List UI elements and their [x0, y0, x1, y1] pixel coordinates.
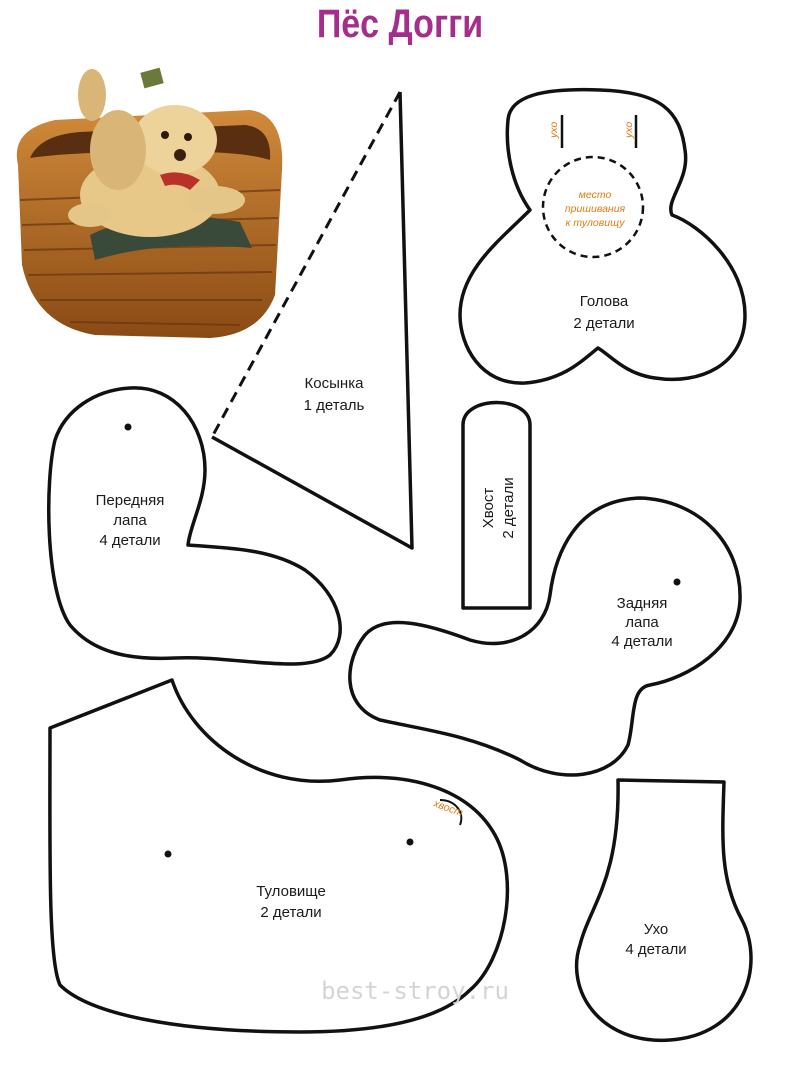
tail-name: Хвост [480, 488, 497, 529]
ear-piece: Ухо 4 детали [574, 778, 753, 1042]
kerchief-count: 1 деталь [304, 397, 365, 414]
hind-paw-piece: Задняя лапа 4 детали [348, 496, 742, 777]
tail-count: 2 детали [500, 477, 517, 538]
toy-photo [16, 67, 283, 338]
page-title: Пёс Догги [316, 2, 484, 46]
attach-note-line3: к туловищу [565, 217, 625, 229]
attach-note-line2: пришивания [565, 203, 626, 215]
hind-paw-name: Задняя [617, 595, 668, 612]
kerchief-piece: Косынка 1 деталь [210, 91, 414, 550]
kerchief-name: Косынка [305, 375, 365, 392]
head-count: 2 детали [573, 315, 634, 332]
tail-piece: Хвост 2 детали [461, 400, 532, 610]
hind-paw-name2: лапа [625, 614, 659, 631]
ear-name: Ухо [644, 921, 669, 938]
attach-note-line1: место [579, 189, 612, 201]
head-name: Голова [580, 293, 629, 310]
front-paw-name2: лапа [113, 512, 147, 529]
watermark: best-stroy.ru [321, 977, 509, 1005]
head-ear-mark-right: ухо [623, 122, 635, 139]
front-paw-count: 4 детали [99, 532, 160, 549]
head-piece: ухо ухо место пришивания к туловищу Голо… [458, 87, 747, 385]
body-piece: хвост Туловище 2 детали [48, 678, 510, 1034]
hind-paw-count: 4 детали [611, 633, 672, 650]
front-paw-name: Передняя [96, 492, 165, 509]
ear-count: 4 детали [625, 941, 686, 958]
body-count: 2 детали [260, 904, 321, 921]
body-name: Туловище [256, 883, 326, 900]
head-ear-mark-left: ухо [548, 122, 560, 139]
front-paw-piece: Передняя лапа 4 детали [47, 386, 342, 666]
